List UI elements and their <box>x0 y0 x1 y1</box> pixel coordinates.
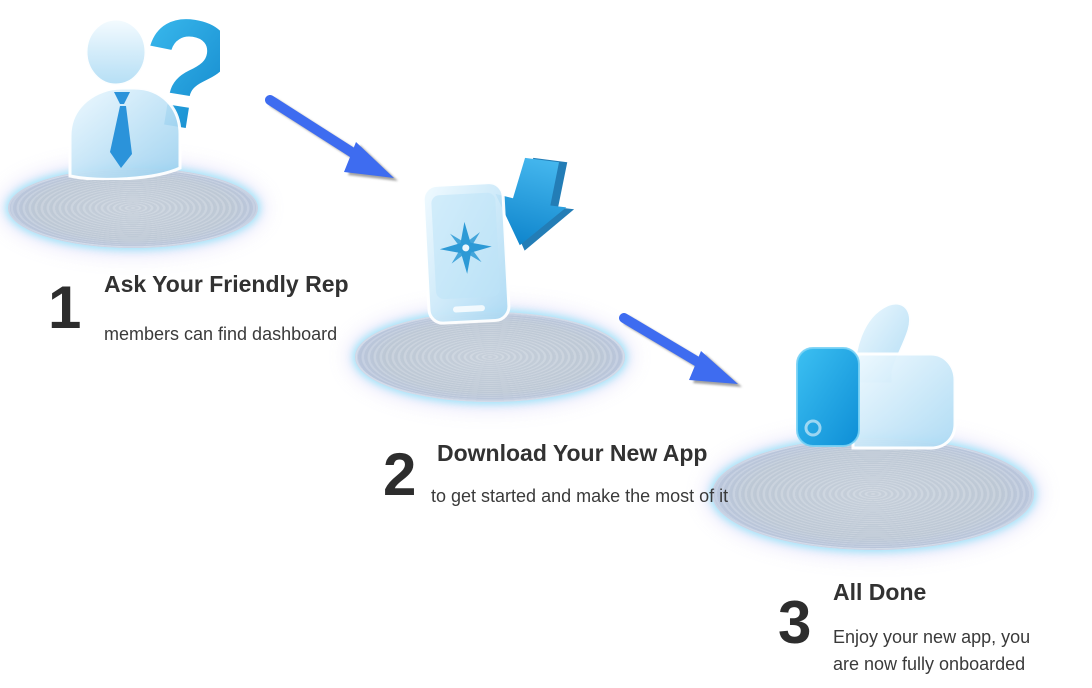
compass-icon <box>439 221 492 274</box>
platform-ellipse-step2 <box>355 312 625 402</box>
platform-ellipse-step3 <box>712 438 1034 550</box>
person-with-question-mark-icon: ? <box>68 8 220 180</box>
thumbs-up-icon <box>796 301 957 450</box>
step2-subtitle: to get started and make the most of it <box>431 486 729 506</box>
person-head <box>84 17 148 87</box>
step1-title: Ask Your Friendly Rep <box>104 271 349 297</box>
arrow-step2-to-step3 <box>619 313 738 384</box>
platform-ellipse-step1 <box>8 168 258 248</box>
step3-subtitle: Enjoy your new app, you are now fully on… <box>833 624 1030 678</box>
step3-subtitle-line1: Enjoy your new app, you <box>833 627 1031 647</box>
phone-home-bar <box>452 305 485 313</box>
step2-number: 2 <box>383 441 416 508</box>
step2-title: Download Your New App <box>437 440 708 466</box>
thumb-hand <box>851 301 957 450</box>
step1-subtitle: members can find dashboard <box>104 324 338 344</box>
sleeve-cuff <box>796 347 860 447</box>
step3-title: All Done <box>833 579 927 605</box>
arrow-step1-to-step2 <box>265 95 394 178</box>
step1-number: 1 <box>48 274 81 341</box>
download-arrow-icon <box>495 157 575 251</box>
step3-number: 3 <box>778 589 811 656</box>
smartphone-with-download-arrow-icon <box>421 157 575 325</box>
step3-subtitle-line2: are now fully onboarded <box>833 654 1026 674</box>
person-tie <box>110 92 132 168</box>
